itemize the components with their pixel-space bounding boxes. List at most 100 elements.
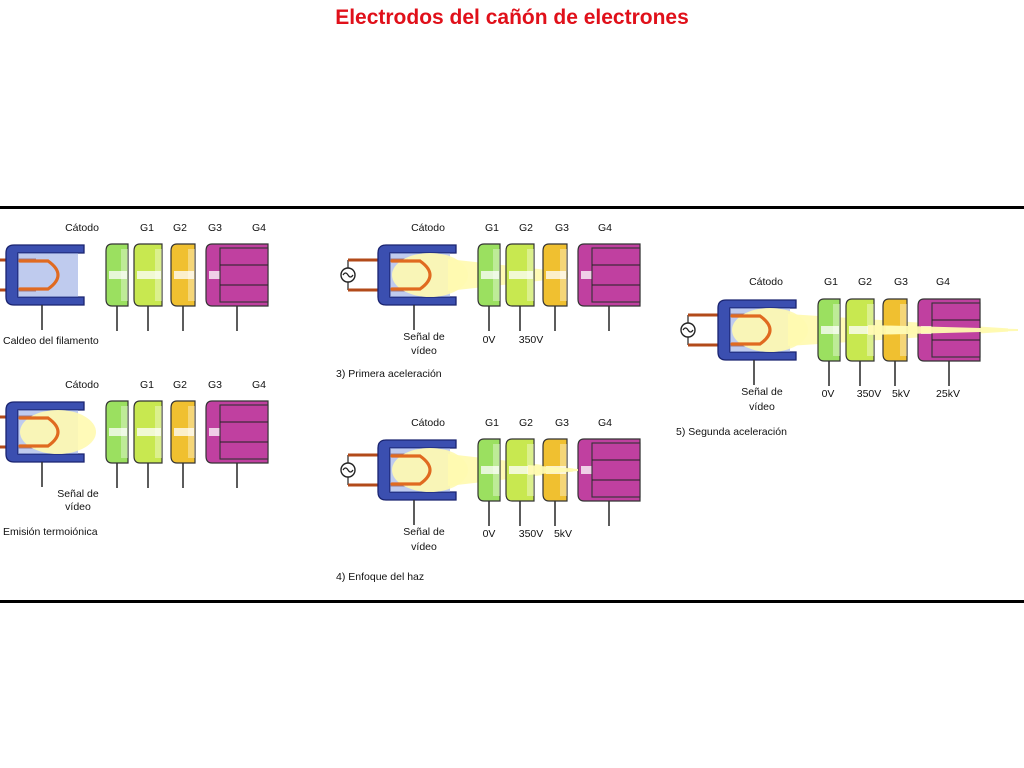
electron-gun-diagram-2 [0, 400, 269, 488]
grid-g2 [505, 438, 535, 526]
electron-gun-stage1 [0, 243, 269, 331]
electron-gun-stage3 [340, 243, 641, 331]
grid-g2 [505, 243, 535, 331]
g3-label: G3 [554, 222, 570, 234]
sine-wave-icon [342, 272, 354, 278]
g4-label: G4 [597, 417, 613, 429]
grid-g4 [205, 400, 269, 488]
grid-g1 [105, 400, 129, 488]
grid-g1-aperture [481, 466, 499, 474]
grid-g2-aperture [849, 326, 873, 334]
g4-label: G4 [251, 379, 267, 391]
video-signal-label-line2: vídeo [411, 345, 437, 357]
g4-label: G4 [251, 222, 267, 234]
caption-thermionic-emission: Emisión termoiónica [3, 526, 98, 538]
grid-g1 [477, 438, 501, 526]
grid-g4 [917, 298, 981, 386]
video-signal-label-line1: Señal de [403, 526, 445, 538]
video-signal-label-line1: Señal de [57, 488, 99, 500]
focused-beam [528, 465, 578, 475]
video-signal-label-line1: Señal de [403, 331, 445, 343]
cathode-cup [5, 244, 85, 306]
filament [390, 454, 432, 486]
g4-label: G4 [935, 276, 951, 288]
top-divider [0, 206, 1024, 209]
grid-g3 [542, 243, 568, 331]
grid-g3-aperture [174, 271, 194, 279]
grid-g4 [577, 438, 641, 526]
g3-label: G3 [893, 276, 909, 288]
video-signal-label-line2: vídeo [65, 501, 91, 513]
filament [730, 314, 772, 346]
g3-label: G3 [207, 222, 223, 234]
caption-second-acceleration: 5) Segunda aceleración [676, 426, 787, 438]
voltage-g1: 0V [821, 388, 835, 400]
grid-g3-aperture [174, 428, 194, 436]
cathode-label: Cátodo [65, 222, 99, 234]
electron-gun-stage4 [340, 438, 641, 526]
video-signal-label-line2: vídeo [411, 541, 437, 553]
page-title: Electrodos del cañón de electrones [335, 6, 689, 29]
filament [18, 416, 60, 448]
g1-label: G1 [823, 276, 839, 288]
voltage-g1: 0V [482, 334, 496, 346]
video-signal-label-line1: Señal de [741, 386, 783, 398]
video-signal-label-line2: vídeo [749, 401, 775, 413]
grid-g2 [133, 243, 163, 331]
voltage-g4: 25kV [936, 388, 960, 400]
grid-g3 [170, 243, 196, 331]
grid-g2-aperture [137, 428, 161, 436]
grid-g1 [817, 298, 841, 386]
voltage-g2: 350V [518, 528, 544, 540]
electron-gun-diagram-3 [340, 243, 641, 331]
voltage-g2: 350V [856, 388, 882, 400]
electron-gun-diagram-1 [0, 243, 269, 331]
grid-g1-aperture [821, 326, 839, 334]
g1-label: G1 [484, 222, 500, 234]
voltage-g3: 5kV [553, 528, 573, 540]
voltage-g3: 5kV [891, 388, 911, 400]
grid-g4-tube [219, 247, 269, 303]
cathode-cup [5, 401, 85, 463]
g1-label: G1 [484, 417, 500, 429]
caption-beam-focus: 4) Enfoque del haz [336, 571, 425, 583]
g2-label: G2 [172, 379, 188, 391]
cathode-label: Cátodo [411, 417, 445, 429]
cathode-label: Cátodo [411, 222, 445, 234]
grid-g2-aperture [137, 271, 161, 279]
grid-g1 [477, 243, 501, 331]
grid-g2-aperture [509, 466, 533, 474]
grid-g3 [542, 438, 568, 526]
g3-label: G3 [554, 417, 570, 429]
grid-g4 [205, 243, 269, 331]
voltage-g1: 0V [482, 528, 496, 540]
g4-label: G4 [597, 222, 613, 234]
filament [390, 259, 432, 291]
cathode-cup [717, 299, 797, 361]
grid-g2 [845, 298, 875, 386]
grid-g2 [133, 400, 163, 488]
cathode-cup [377, 439, 457, 501]
grid-g4-tube [219, 404, 269, 460]
g2-label: G2 [518, 222, 534, 234]
electron-gun-stage2 [0, 400, 269, 488]
grid-g4 [577, 243, 641, 331]
g3-label: G3 [207, 379, 223, 391]
grid-g3 [882, 298, 908, 386]
grid-g1 [105, 243, 129, 331]
g2-label: G2 [857, 276, 873, 288]
electron-gun-diagram-4 [340, 438, 641, 526]
cathode-cup [377, 244, 457, 306]
grid-g2-aperture [509, 271, 533, 279]
filament [18, 259, 60, 291]
g2-label: G2 [518, 417, 534, 429]
grid-g1-aperture [109, 271, 127, 279]
grid-g4-tube [591, 442, 641, 498]
grid-g1-aperture [109, 428, 127, 436]
caption-filament-heating: Caldeo del filamento [3, 335, 99, 347]
g1-label: G1 [139, 222, 155, 234]
sine-wave-icon [342, 467, 354, 473]
grid-g3-aperture [546, 271, 566, 279]
sine-wave-icon [682, 327, 694, 333]
grid-g4-tube [591, 247, 641, 303]
